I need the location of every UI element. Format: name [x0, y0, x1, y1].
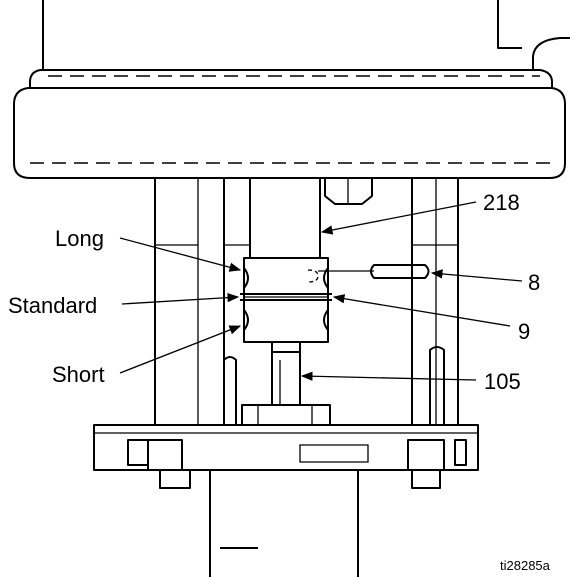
leader-105 — [300, 371, 477, 381]
upper-housing — [13, 0, 570, 179]
leader-8 — [430, 269, 523, 282]
label-8: 8 — [528, 270, 540, 295]
label-218: 218 — [483, 190, 520, 215]
figure-id: ti28285a — [500, 558, 551, 573]
leader-long — [119, 237, 242, 272]
label-105: 105 — [484, 369, 521, 394]
base-plate — [93, 424, 479, 489]
piston-stack — [240, 257, 332, 343]
label-short: Short — [52, 362, 105, 387]
leaders — [119, 201, 523, 381]
lower-column — [209, 470, 359, 577]
tie-rods — [154, 178, 459, 425]
leader-218 — [320, 201, 477, 235]
pin-part-8 — [370, 264, 430, 279]
hex-nut — [324, 178, 373, 205]
posts — [223, 346, 445, 425]
label-9: 9 — [518, 319, 530, 344]
shaft-and-base — [241, 342, 331, 426]
label-standard: Standard — [8, 293, 97, 318]
leader-short — [119, 325, 242, 374]
leader-9 — [332, 294, 511, 327]
label-long: Long — [55, 226, 104, 251]
leader-standard — [121, 292, 240, 305]
